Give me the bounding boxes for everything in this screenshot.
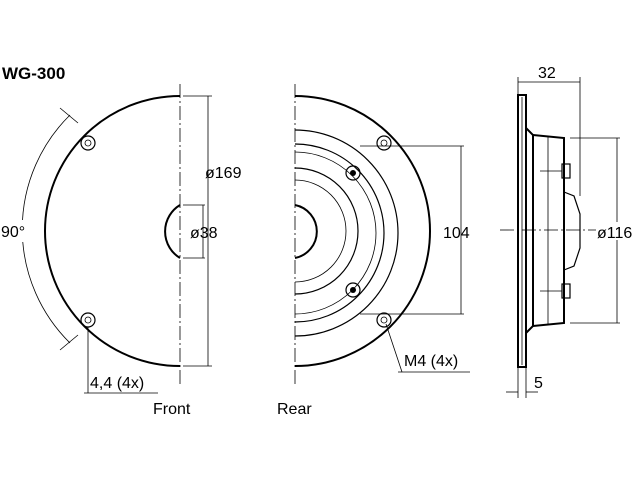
rear-ring-4: [294, 167, 359, 295]
side-body: [532, 134, 565, 327]
rear-ring-3: [294, 151, 377, 315]
rear-ring-2: [294, 143, 385, 323]
rear-bolt-spacing-label: 104: [443, 225, 470, 242]
rear-ring-1: [294, 129, 399, 337]
front-outer-arc: [44, 95, 181, 367]
side-depth-label: 32: [538, 65, 556, 82]
rear-screw-icon: [345, 165, 361, 181]
side-taper: [525, 127, 534, 334]
rear-ring-5: [294, 179, 347, 283]
front-outer-diameter-label: ø169: [205, 165, 242, 182]
rear-flange-hole-icon: [376, 135, 392, 151]
rear-screw-icon: [345, 282, 361, 298]
rear-flange-hole-icon: [376, 312, 392, 328]
terminal-icon: [540, 163, 571, 179]
rear-view: 104 M4 (4x) Rear: [277, 84, 470, 418]
front-center-hole: [164, 204, 181, 259]
front-mounting-hole-icon: [80, 312, 96, 328]
front-hole-size-label: 4,4 (4x): [90, 375, 144, 392]
rear-view-label: Rear: [277, 401, 312, 418]
side-flange: [517, 94, 527, 368]
angle-label: 90°: [1, 224, 25, 241]
model-title: WG-300: [2, 64, 65, 83]
side-diameter-label: ø116: [597, 225, 632, 242]
terminal-icon: [540, 283, 571, 299]
rear-screw-size-label: M4 (4x): [404, 353, 458, 370]
side-flange-thickness-label: 5: [534, 375, 543, 392]
side-rear-cap: [563, 191, 581, 271]
rear-outer-arc: [294, 95, 431, 367]
front-view-label: Front: [153, 401, 191, 418]
front-view: ø169 ø38 90° 4,4 (4x) Front: [0, 84, 242, 418]
rear-center-hole: [294, 204, 318, 259]
side-view: 32 ø116 5: [500, 65, 640, 398]
front-inner-diameter-label: ø38: [190, 225, 218, 242]
front-mounting-hole-icon: [80, 135, 96, 151]
